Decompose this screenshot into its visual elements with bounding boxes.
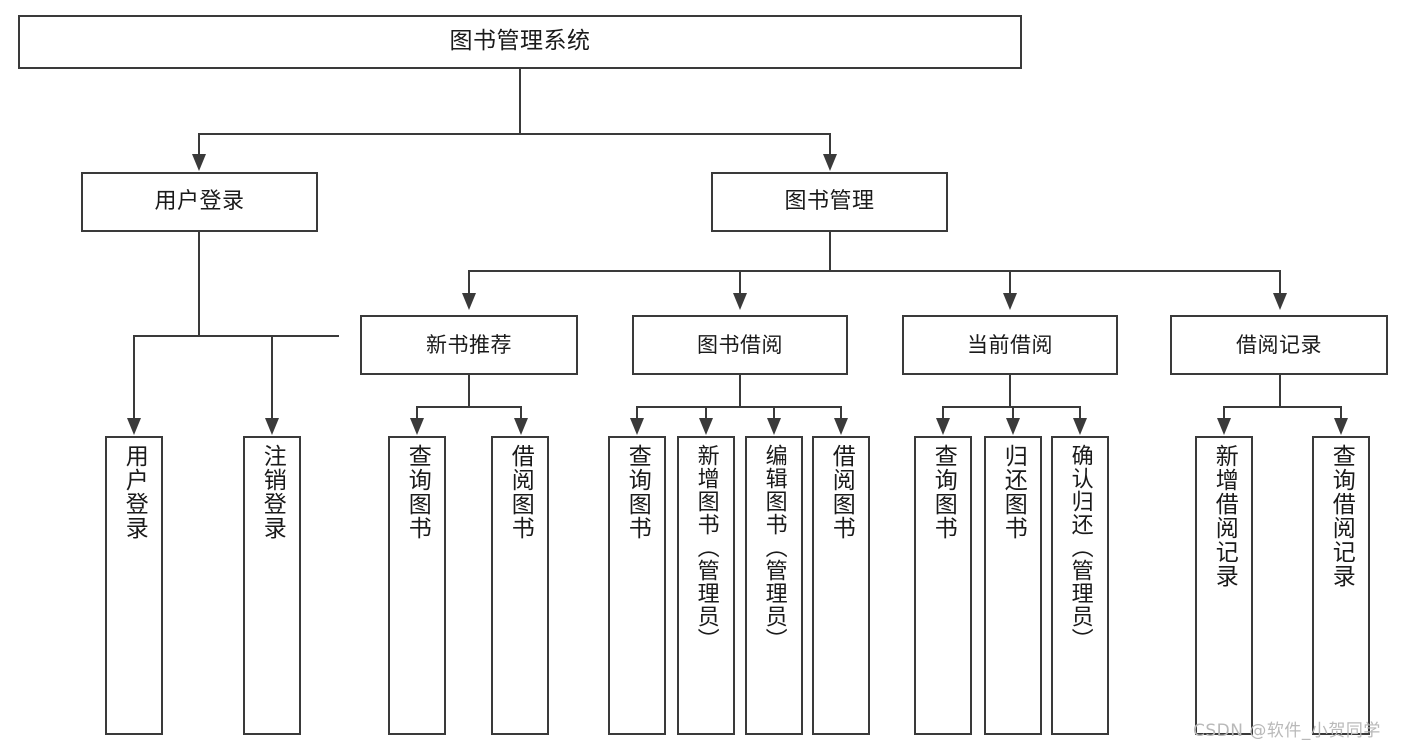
connector-book-borrow-stem xyxy=(739,375,741,407)
arrow-head-borrow-record xyxy=(1273,293,1287,310)
leaf-node-logout[interactable]: 注销登录 xyxy=(243,436,301,735)
leaf-node-borrow-book[interactable]: 借阅图书 xyxy=(812,436,870,735)
arrow-head-leaf-9 xyxy=(936,418,950,435)
leaf-node-return-book[interactable]: 归还图书 xyxy=(984,436,1042,735)
connector-drop-leaf-8 xyxy=(840,406,842,419)
connector-rail-new-book-recommend-children xyxy=(416,406,522,408)
arrow-head-user-login xyxy=(192,154,206,171)
node-label: 查询借阅记录 xyxy=(1328,444,1355,588)
connector-drop-book-borrow xyxy=(739,270,741,294)
arrow-head-leaf-2 xyxy=(265,418,279,435)
arrow-head-book-management xyxy=(823,154,837,171)
connector-drop-user-login xyxy=(198,133,200,155)
connector-drop-leaf-4 xyxy=(520,406,522,419)
connector-user-login-stem xyxy=(198,232,200,336)
connector-drop-leaf-1 xyxy=(133,335,135,419)
leaf-node-query-book-current[interactable]: 查询图书 xyxy=(914,436,972,735)
connector-root-stem xyxy=(519,69,521,134)
watermark: CSDN @软件_小贺同学 xyxy=(1193,721,1381,741)
node-label: 用户登录 xyxy=(154,189,245,215)
connector-drop-leaf-12 xyxy=(1223,406,1225,419)
connector-current-borrow-stem xyxy=(1009,375,1011,407)
arrow-head-leaf-1 xyxy=(127,418,141,435)
leaf-node-user-login[interactable]: 用户登录 xyxy=(105,436,163,735)
connector-rail-borrow-record-children xyxy=(1223,406,1342,408)
arrow-head-leaf-10 xyxy=(1006,418,1020,435)
connector-drop-leaf-11 xyxy=(1079,406,1081,419)
arrow-head-new-book-recommend xyxy=(462,293,476,310)
node-label: 确认归还（管理员） xyxy=(1067,444,1093,651)
arrow-head-leaf-6 xyxy=(699,418,713,435)
connector-rail-user-login-children xyxy=(133,335,339,337)
arrow-head-leaf-7 xyxy=(767,418,781,435)
connector-drop-leaf-3 xyxy=(416,406,418,419)
node-label: 新增图书（管理员） xyxy=(693,444,719,651)
node-label: 图书借阅 xyxy=(697,332,783,357)
node-book-management-system[interactable]: 图书管理系统 xyxy=(18,15,1022,69)
node-label: 借阅图书 xyxy=(828,444,855,540)
leaf-node-query-book-recommend[interactable]: 查询图书 xyxy=(388,436,446,735)
node-borrow-record[interactable]: 借阅记录 xyxy=(1170,315,1388,375)
arrow-head-leaf-3 xyxy=(410,418,424,435)
node-label: 注销登录 xyxy=(259,444,286,540)
connector-rail-level1 xyxy=(198,133,831,135)
connector-drop-book-management xyxy=(829,133,831,155)
connector-drop-leaf-10 xyxy=(1012,406,1014,419)
node-label: 借阅图书 xyxy=(507,444,534,540)
arrow-head-leaf-8 xyxy=(834,418,848,435)
node-book-borrow[interactable]: 图书借阅 xyxy=(632,315,848,375)
node-label: 图书管理系统 xyxy=(449,28,591,55)
node-label: 归还图书 xyxy=(1000,444,1027,540)
connector-drop-leaf-9 xyxy=(942,406,944,419)
node-label: 图书管理 xyxy=(784,189,875,215)
arrow-head-leaf-11 xyxy=(1073,418,1087,435)
node-label: 用户登录 xyxy=(121,444,148,540)
leaf-node-add-borrow-record[interactable]: 新增借阅记录 xyxy=(1195,436,1253,735)
arrow-head-leaf-4 xyxy=(514,418,528,435)
connector-rail-book-borrow-children xyxy=(636,406,841,408)
arrow-head-leaf-12 xyxy=(1217,418,1231,435)
connector-drop-leaf-6 xyxy=(705,406,707,419)
leaf-node-query-borrow-record[interactable]: 查询借阅记录 xyxy=(1312,436,1370,735)
node-label: 编辑图书（管理员） xyxy=(761,444,787,651)
node-new-book-recommend[interactable]: 新书推荐 xyxy=(360,315,578,375)
arrow-head-current-borrow xyxy=(1003,293,1017,310)
connector-rail-current-borrow-children xyxy=(942,406,1080,408)
node-book-management[interactable]: 图书管理 xyxy=(711,172,948,232)
connector-borrow-record-stem xyxy=(1279,375,1281,407)
connector-drop-borrow-record xyxy=(1279,270,1281,294)
connector-drop-new-book-recommend xyxy=(468,270,470,294)
node-label: 借阅记录 xyxy=(1236,332,1322,357)
connector-drop-leaf-5 xyxy=(636,406,638,419)
node-current-borrow[interactable]: 当前借阅 xyxy=(902,315,1118,375)
node-label: 查询图书 xyxy=(624,444,651,540)
connector-drop-leaf-2 xyxy=(271,335,273,419)
connector-rail-level2 xyxy=(468,270,1280,272)
arrow-head-book-borrow xyxy=(733,293,747,310)
arrow-head-leaf-5 xyxy=(630,418,644,435)
node-label: 新书推荐 xyxy=(426,332,512,357)
arrow-head-leaf-13 xyxy=(1334,418,1348,435)
leaf-node-confirm-return-admin[interactable]: 确认归还（管理员） xyxy=(1051,436,1109,735)
connector-new-book-recommend-stem xyxy=(468,375,470,407)
node-label: 查询图书 xyxy=(930,444,957,540)
leaf-node-add-book-admin[interactable]: 新增图书（管理员） xyxy=(677,436,735,735)
leaf-node-borrow-book-recommend[interactable]: 借阅图书 xyxy=(491,436,549,735)
leaf-node-query-book-borrow[interactable]: 查询图书 xyxy=(608,436,666,735)
node-label: 查询图书 xyxy=(404,444,431,540)
node-label: 当前借阅 xyxy=(967,332,1053,357)
connector-drop-leaf-7 xyxy=(773,406,775,419)
connector-drop-current-borrow xyxy=(1009,270,1011,294)
connector-drop-leaf-13 xyxy=(1340,406,1342,419)
node-user-login[interactable]: 用户登录 xyxy=(81,172,318,232)
connector-book-management-stem xyxy=(829,232,831,272)
node-label: 新增借阅记录 xyxy=(1211,444,1238,588)
leaf-node-edit-book-admin[interactable]: 编辑图书（管理员） xyxy=(745,436,803,735)
